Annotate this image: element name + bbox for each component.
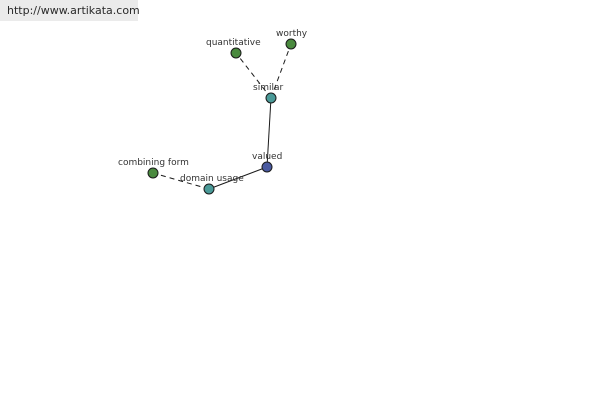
- node-quantitative[interactable]: [230, 47, 242, 59]
- node-domain-usage[interactable]: [203, 183, 215, 195]
- edge-valued-similar: [266, 97, 272, 168]
- node-label-quantitative[interactable]: quantitative: [206, 38, 261, 48]
- node-label-valued[interactable]: valued: [252, 152, 282, 162]
- node-valued[interactable]: [261, 161, 273, 173]
- graph-labels: valued similar domain usage quantitative wor…: [118, 29, 308, 184]
- node-worthy[interactable]: [285, 38, 297, 50]
- node-combining-form[interactable]: [147, 167, 159, 179]
- edge-valued-domain-usage: [208, 166, 268, 190]
- site-url[interactable]: http://www.artikata.com: [7, 4, 140, 17]
- graph-nodes: [147, 38, 297, 195]
- node-label-combining-form[interactable]: combining form: [118, 158, 189, 168]
- edge-similar-worthy: [270, 43, 292, 99]
- graph-edges: [152, 43, 292, 190]
- edge-similar-quantitative: [235, 52, 272, 99]
- node-similar[interactable]: [265, 92, 277, 104]
- node-label-worthy[interactable]: worthy: [276, 29, 308, 39]
- node-label-similar[interactable]: similar: [253, 83, 283, 93]
- node-label-domain-usage[interactable]: domain usage: [180, 174, 244, 184]
- edge-domain-usage-combining-form: [152, 172, 210, 190]
- url-bar: http://www.artikata.com: [0, 0, 140, 21]
